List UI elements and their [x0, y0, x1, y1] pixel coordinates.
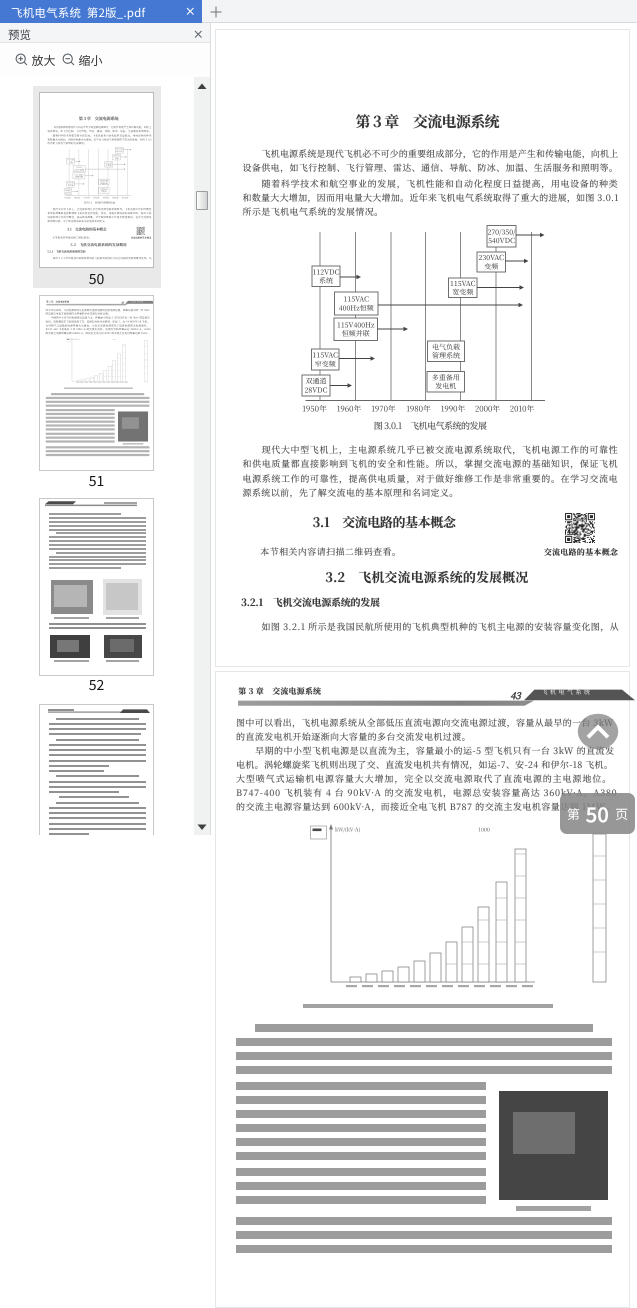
svg-text:1950年: 1950年	[64, 197, 72, 200]
svg-text:恒频并联: 恒频并联	[74, 176, 82, 179]
svg-text:2010年: 2010年	[510, 404, 535, 415]
svg-text:1960年: 1960年	[337, 404, 362, 415]
svg-text:1000: 1000	[478, 825, 490, 833]
svg-text:双通道: 双通道	[306, 377, 327, 387]
svg-text:1000: 1000	[112, 337, 115, 340]
svg-text:1960年: 1960年	[73, 197, 81, 200]
svg-text:540VDC: 540VDC	[115, 150, 123, 153]
svg-text:115VAC: 115VAC	[344, 295, 370, 305]
svg-text:270/350/: 270/350/	[487, 227, 516, 237]
svg-text:115V400Hz: 115V400Hz	[337, 320, 375, 330]
svg-text:540VDC: 540VDC	[488, 236, 515, 246]
svg-text:1950年: 1950年	[302, 404, 327, 415]
svg-text:1970年: 1970年	[371, 404, 396, 415]
svg-text:230VAC: 230VAC	[112, 155, 120, 158]
svg-text:变频: 变频	[114, 157, 118, 160]
svg-text:115VAC: 115VAC	[66, 182, 74, 185]
svg-text:115VAC: 115VAC	[313, 351, 339, 361]
svg-text:1970年: 1970年	[83, 197, 91, 200]
svg-text:电气负载: 电气负载	[432, 342, 460, 352]
svg-text:窄变频: 窄变频	[315, 359, 336, 369]
svg-text:400Hz恒频: 400Hz恒频	[74, 169, 84, 172]
svg-text:115VAC: 115VAC	[450, 279, 476, 289]
svg-text:变频: 变频	[484, 262, 498, 272]
svg-text:系统: 系统	[319, 276, 333, 286]
svg-text:1990年: 1990年	[102, 197, 110, 200]
svg-text:2010年: 2010年	[121, 197, 129, 200]
svg-text:电气负载: 电气负载	[99, 179, 107, 182]
svg-text:400Hz恒频: 400Hz恒频	[339, 303, 374, 313]
svg-text:系统: 系统	[68, 161, 72, 164]
svg-text:28VDC: 28VDC	[64, 191, 71, 194]
svg-text:230VAC: 230VAC	[479, 253, 505, 263]
svg-text:2000年: 2000年	[111, 197, 119, 200]
svg-text:2000年: 2000年	[475, 404, 500, 415]
svg-text:双通道: 双通道	[64, 189, 70, 192]
svg-text:宽变频: 宽变频	[452, 288, 473, 298]
svg-text:1980年: 1980年	[92, 197, 100, 200]
svg-text:发电机: 发电机	[435, 382, 456, 392]
svg-text:112VDC: 112VDC	[313, 267, 340, 277]
svg-text:1990年: 1990年	[441, 404, 466, 415]
svg-text:kW/(kV·A): kW/(kV·A)	[73, 337, 80, 340]
svg-text:112VDC: 112VDC	[66, 159, 74, 162]
svg-text:115VAC: 115VAC	[104, 162, 112, 165]
svg-text:28VDC: 28VDC	[305, 385, 328, 395]
svg-text:管理系统: 管理系统	[432, 351, 460, 361]
svg-text:115V400Hz: 115V400Hz	[73, 173, 83, 176]
svg-text:多重备用: 多重备用	[99, 188, 107, 191]
svg-text:管理系统: 管理系统	[99, 182, 107, 185]
svg-text:恒频并联: 恒频并联	[342, 329, 370, 339]
svg-text:115VAC: 115VAC	[75, 166, 83, 169]
svg-text:kW/(kV·A): kW/(kV·A)	[335, 825, 360, 833]
svg-text:宽变频: 宽变频	[105, 164, 111, 167]
svg-text:窄变频: 窄变频	[67, 184, 73, 187]
svg-text:270/350/: 270/350/	[115, 148, 123, 151]
svg-text:多重备用: 多重备用	[432, 373, 460, 383]
svg-text:发电机: 发电机	[100, 190, 106, 193]
svg-text:1980年: 1980年	[406, 404, 431, 415]
